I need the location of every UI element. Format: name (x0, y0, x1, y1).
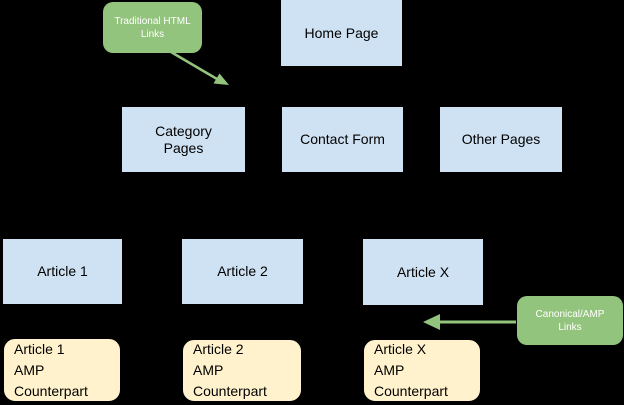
node-article-1-amp-counterpart: Article 1 AMP Counterpart (3, 338, 121, 402)
node-contact-form-label: Contact Form (300, 131, 385, 147)
traditional-links-arrow-line (170, 50, 218, 81)
callout-canonical-label: Canonical/AMP Links (535, 308, 605, 333)
node-article-x-amp-label: Article X AMP Counterpart (374, 341, 448, 399)
traditional-links-arrowhead (213, 73, 229, 85)
traditional-links-arrow-icon (170, 50, 229, 85)
node-article-x-label: Article X (396, 263, 450, 280)
node-article-2-label: Article 2 (217, 263, 268, 279)
node-article-x: Article X (363, 239, 483, 305)
callout-canonical-amp-links: Canonical/AMP Links (517, 296, 623, 345)
node-article-2-amp-counterpart: Article 2 AMP Counterpart (182, 339, 302, 402)
canonical-links-arrow-icon (423, 314, 516, 330)
node-other-pages: Other Pages (440, 107, 562, 172)
node-category-pages-label: Category Pages (155, 122, 212, 156)
node-article-1-label: Article 1 (37, 263, 88, 279)
node-other-pages-label: Other Pages (461, 131, 541, 147)
callout-traditional-label: Traditional HTML Links (114, 15, 191, 40)
node-article-2: Article 2 (182, 239, 303, 304)
node-contact-form: Contact Form (282, 107, 403, 172)
node-article-1-amp-label: Article 1 AMP Counterpart (14, 340, 88, 399)
node-home-page: Home Page (281, 0, 402, 66)
node-article-x-amp-counterpart: Article X AMP Counterpart (363, 339, 481, 402)
canonical-links-arrowhead (423, 314, 440, 330)
node-article-1: Article 1 (3, 239, 122, 304)
node-home-page-label: Home Page (304, 24, 379, 41)
node-category-pages: Category Pages (122, 107, 245, 172)
node-article-2-amp-label: Article 2 AMP Counterpart (193, 341, 267, 399)
callout-traditional-html-links: Traditional HTML Links (103, 2, 202, 53)
